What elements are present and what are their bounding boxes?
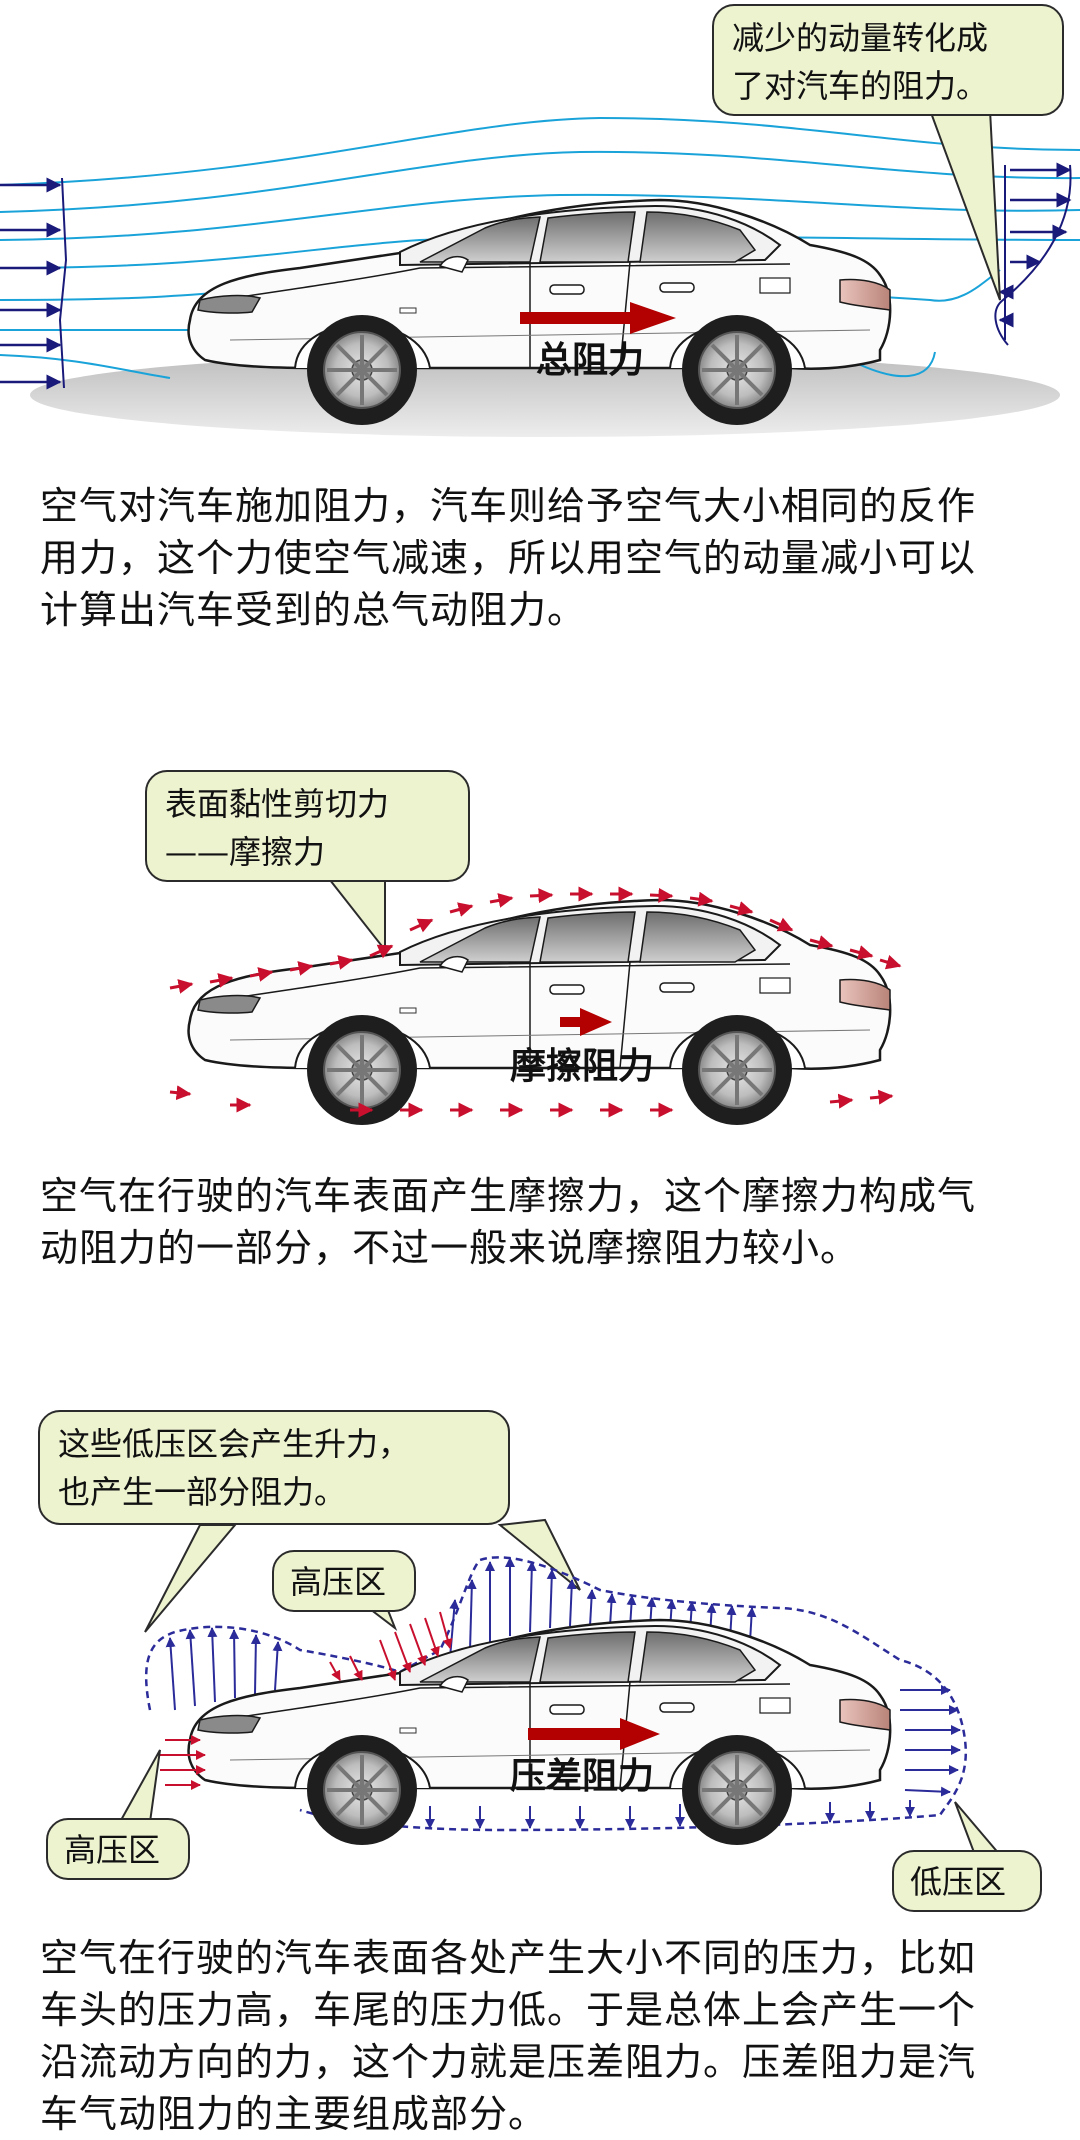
friction-drag-label: 摩擦阻力: [510, 1046, 654, 1087]
panel-pressure-drag: 压差阻力 这些低压区会产生升力， 也产生一部分阻力。 高压区 高压区 低压区 空…: [0, 1410, 1080, 2137]
momentum-note-bubble: 减少的动量转化成 了对汽车的阻力。: [712, 4, 1064, 116]
high-pressure-front-arrows: [160, 1735, 206, 1790]
bubble-tail: [118, 1749, 161, 1823]
lift-note-bubble: 这些低压区会产生升力， 也产生一部分阻力。: [38, 1410, 510, 1525]
bubble-tail: [327, 879, 386, 953]
lift-note-line1: 这些低压区会产生升力，: [58, 1425, 411, 1463]
total-drag-arrow: [520, 302, 676, 334]
inflow-velocity-arrows: [0, 177, 68, 390]
high-pressure-front-bubble: 高压区: [46, 1818, 190, 1880]
high-pressure-windshield-arrows: [329, 1611, 453, 1681]
total-drag-caption: 空气对汽车施加阻力，汽车则给予空气大小相同的反作 用力，这个力使空气减速，所以用…: [40, 480, 1050, 636]
wake-velocity-arrows: [994, 162, 1072, 346]
caption-line: 空气在行驶的汽车表面各处产生大小不同的压力，比如: [40, 1936, 977, 1980]
caption-line: 空气对汽车施加阻力，汽车则给予空气大小相同的反作: [40, 484, 977, 528]
total-drag-label: 总阻力: [536, 340, 644, 381]
friction-drag-arrow: [560, 1008, 612, 1036]
friction-note-line2: ——摩擦力: [165, 833, 326, 871]
bubble-tail: [497, 1518, 581, 1591]
panel-friction-drag: 摩擦阻力 表面黏性剪切力 ——摩擦力 空气在行驶的汽车表面产生摩擦力，这个摩擦力…: [0, 760, 1080, 1280]
low-pressure-rear-label: 低压区: [910, 1863, 1007, 1901]
pressure-drag-label: 压差阻力: [510, 1756, 654, 1797]
pressure-drag-arrow: [528, 1718, 660, 1750]
caption-line: 车头的压力高，车尾的压力低。于是总体上会产生一个: [40, 1988, 977, 2032]
total-drag-illustration: 总阻力: [0, 109, 1080, 437]
bubble-tail: [928, 109, 1001, 301]
momentum-note-line2: 了对汽车的阻力。: [732, 67, 989, 105]
friction-drag-caption: 空气在行驶的汽车表面产生摩擦力，这个摩擦力构成气 动阻力的一部分，不过一般来说摩…: [40, 1170, 1050, 1274]
friction-note-line1: 表面黏性剪切力: [165, 785, 390, 823]
caption-line: 动阻力的一部分，不过一般来说摩擦阻力较小。: [40, 1226, 860, 1270]
bubble-tail: [144, 1524, 238, 1633]
friction-note-bubble: 表面黏性剪切力 ——摩擦力: [145, 770, 470, 882]
low-pressure-envelope: [145, 1556, 968, 1832]
caption-line: 计算出汽车受到的总气动阻力。: [40, 588, 587, 632]
caption-line: 空气在行驶的汽车表面产生摩擦力，这个摩擦力构成气: [40, 1174, 977, 1218]
bubble-tail: [954, 1801, 1003, 1856]
high-pressure-top-bubble: 高压区: [272, 1550, 416, 1612]
high-pressure-front-label: 高压区: [64, 1831, 161, 1869]
underbody-friction-arrows: [169, 1085, 894, 1118]
friction-drag-illustration: 摩擦阻力: [169, 879, 902, 1127]
ground-shadow: [30, 353, 1060, 437]
low-pressure-rear-bubble: 低压区: [892, 1850, 1042, 1912]
high-pressure-top-label: 高压区: [290, 1563, 387, 1601]
panel-total-drag: 总阻力 减少的动量转化成 了对汽车的阻力。 空气对汽车施加阻力，汽车则给予空气大…: [0, 0, 1080, 640]
caption-line: 沿流动方向的力，这个力就是压差阻力。压差阻力是汽: [40, 2040, 977, 2084]
pressure-drag-caption: 空气在行驶的汽车表面各处产生大小不同的压力，比如 车头的压力高，车尾的压力低。于…: [40, 1932, 1050, 2140]
lift-note-line2: 也产生一部分阻力。: [58, 1473, 347, 1511]
momentum-note-line1: 减少的动量转化成: [732, 19, 989, 57]
pressure-drag-illustration: 压差阻力: [118, 1518, 1003, 1856]
caption-line: 用力，这个力使空气减速，所以用空气的动量减小可以: [40, 536, 977, 580]
caption-line: 车气动阻力的主要组成部分。: [40, 2092, 548, 2136]
surface-friction-arrows: [169, 886, 902, 994]
